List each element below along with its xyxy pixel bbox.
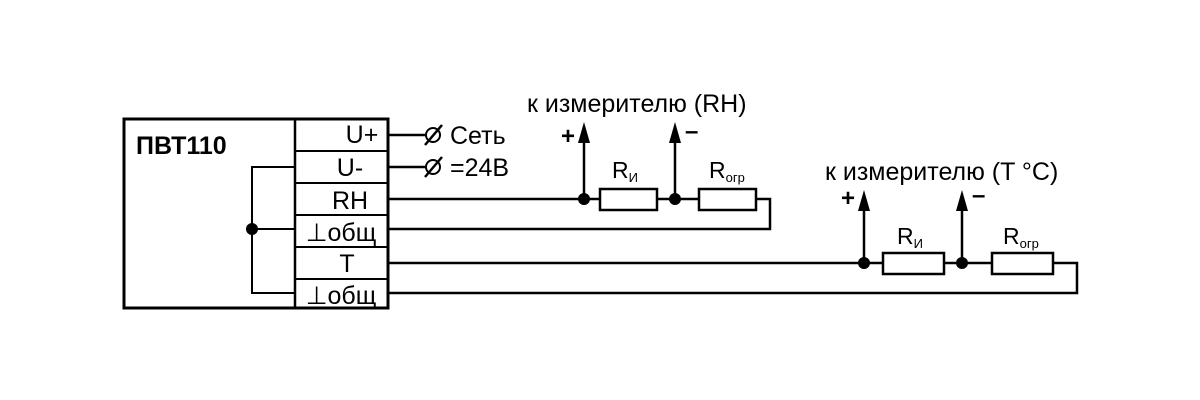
device-box: [122, 117, 390, 310]
power-terminal-icon: [424, 124, 443, 146]
arrow-up-icon: [858, 190, 870, 211]
power-label-network: Сеть: [450, 122, 506, 150]
rh-plus-sign: +: [561, 123, 575, 150]
rh-meter-caption: к измерителю (RH): [527, 90, 747, 118]
rh-resistor-rlim: [697, 187, 758, 212]
terminal-label-common-2: ⊥общ: [306, 282, 377, 310]
terminal-label-rh: RH: [332, 187, 368, 215]
t-minus-sign: –: [972, 182, 985, 209]
arrow-up-icon: [956, 190, 968, 211]
rh-minus-sign: –: [685, 118, 698, 145]
rh-return-wire: [388, 197, 772, 231]
rh-rlim-label: Rогр: [709, 157, 745, 185]
power-terminal-icon: [424, 156, 443, 178]
power-label-voltage: =24В: [450, 154, 509, 182]
t-rlim-label: Rогр: [1003, 223, 1039, 251]
terminal-label-u-minus: U-: [337, 154, 363, 182]
junction-dot: [246, 223, 258, 235]
arrow-up-icon: [669, 122, 681, 143]
t-ri-label: RИ: [897, 223, 923, 251]
rh-resistor-ri: [598, 187, 659, 212]
t-resistor-ri: [881, 251, 946, 276]
t-resistor-rlim: [990, 251, 1055, 276]
t-meter-caption: к измерителю (T °C): [825, 158, 1058, 186]
terminal-label-common-1: ⊥общ: [306, 219, 377, 247]
device-name: ПВТ110: [136, 132, 227, 160]
t-plus-sign: +: [841, 185, 855, 212]
arrow-up-icon: [578, 122, 590, 143]
terminal-label-u-plus: U+: [346, 121, 379, 149]
t-return-wire: [388, 261, 1079, 295]
terminal-label-t: T: [339, 250, 354, 278]
rh-ri-label: RИ: [612, 157, 638, 185]
